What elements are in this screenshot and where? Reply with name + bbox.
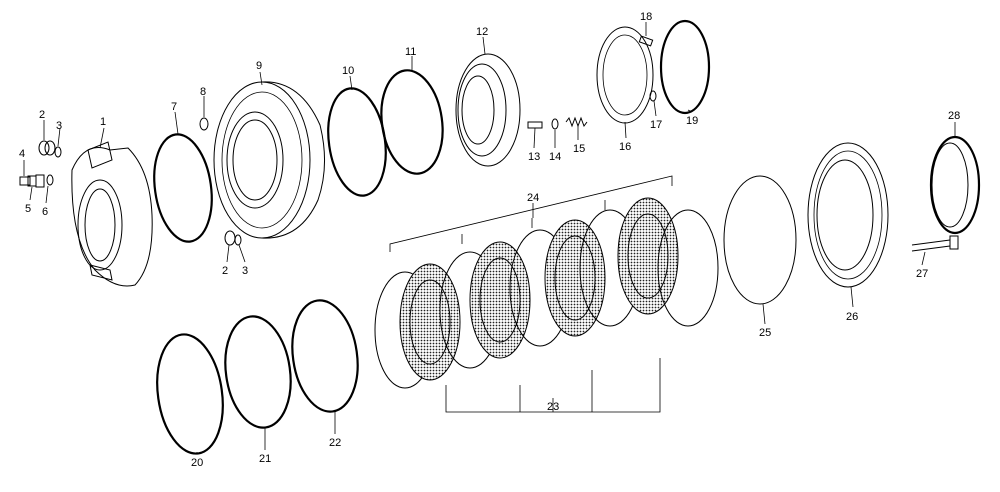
part-28-ring <box>929 135 981 235</box>
part-18-pin <box>638 35 654 47</box>
part-2-plug-upper <box>38 140 62 158</box>
callout-18: 18 <box>640 11 652 23</box>
part-25-disc <box>723 175 797 305</box>
part-11-o-ring <box>380 69 444 175</box>
part-16-spring-plate <box>596 26 654 124</box>
callout-5: 5 <box>25 203 31 215</box>
callout-16: 16 <box>619 141 631 153</box>
part-1-cover <box>71 141 153 287</box>
part-4-5-6-fittings <box>19 174 54 188</box>
part-8-small-ring <box>199 117 209 131</box>
callout-13: 13 <box>528 151 540 163</box>
callout-25: 25 <box>759 327 771 339</box>
callout-2-lower: 2 <box>222 265 228 277</box>
part-20-o-ring <box>156 333 224 455</box>
callout-1: 1 <box>100 116 106 128</box>
leader-lines <box>23 22 956 454</box>
callout-23: 23 <box>547 401 559 413</box>
callout-10: 10 <box>342 65 354 77</box>
callout-21: 21 <box>259 453 271 465</box>
part-12-piston <box>455 53 521 167</box>
callout-14: 14 <box>549 151 561 163</box>
part-21-o-ring <box>224 315 292 429</box>
callout-12: 12 <box>476 26 488 38</box>
callout-7: 7 <box>171 101 177 113</box>
callout-11: 11 <box>405 46 416 58</box>
part-7-o-ring <box>153 133 213 243</box>
callout-15: 15 <box>573 143 585 155</box>
callout-8: 8 <box>200 86 206 98</box>
part-2-plug-lower <box>224 230 242 246</box>
callout-17: 17 <box>650 119 662 131</box>
part-22-o-ring <box>291 299 359 413</box>
part-26-end-cover <box>807 142 889 288</box>
callout-3-upper: 3 <box>56 120 62 132</box>
callout-22: 22 <box>329 437 341 449</box>
callout-27: 27 <box>916 268 928 280</box>
callout-2-upper: 2 <box>39 109 45 121</box>
part-27-bolt <box>911 235 959 252</box>
part-9-housing <box>213 81 326 239</box>
callout-26: 26 <box>846 311 858 323</box>
callout-4: 4 <box>19 148 25 160</box>
part-19-snap-ring <box>659 19 711 115</box>
callout-3-lower: 3 <box>242 265 248 277</box>
callout-6: 6 <box>42 206 48 218</box>
callout-24: 24 <box>527 192 539 204</box>
callout-20: 20 <box>191 457 203 469</box>
clutch-pack <box>374 175 719 413</box>
callout-9: 9 <box>256 60 262 72</box>
callout-19: 19 <box>686 115 698 127</box>
callout-28: 28 <box>948 110 960 122</box>
part-17-small-ring <box>649 90 657 102</box>
